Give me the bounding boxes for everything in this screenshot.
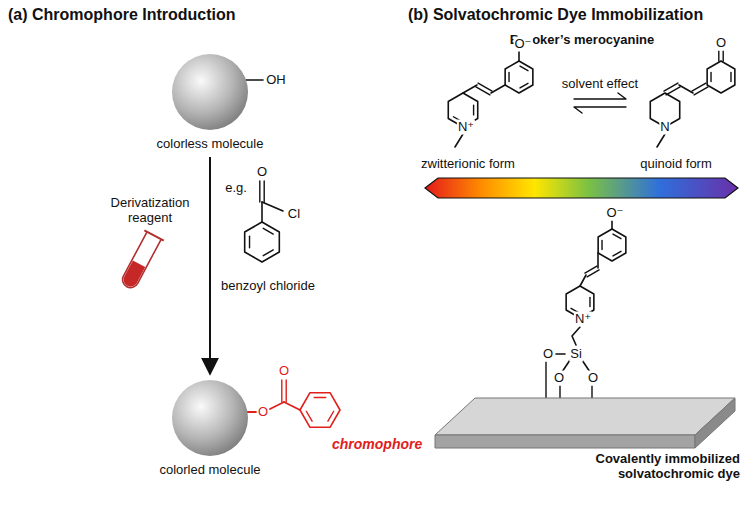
- benzene-ring: [300, 393, 340, 428]
- equilibrium-arrow: [574, 93, 626, 99]
- hydroxyl-bond: [246, 79, 263, 81]
- atom-label: Cl: [287, 207, 301, 222]
- atom-label: O: [542, 347, 554, 362]
- double-bond: [723, 51, 724, 61]
- reaction-arrow: [209, 157, 211, 374]
- double-bond: [587, 270, 599, 277]
- equilibrium-arrow: [574, 107, 626, 113]
- oxide-bond: [518, 51, 520, 61]
- ring-double-bond: [601, 240, 602, 249]
- ester-bond: [247, 411, 256, 413]
- methyl-bond: [657, 134, 665, 147]
- atom-label: O: [256, 165, 268, 180]
- benzene-ring: [707, 61, 735, 93]
- double-bond: [478, 83, 492, 91]
- reagent-name: benzoyl chloride: [221, 279, 315, 294]
- atom-label: O⁻: [514, 37, 533, 52]
- molecule-node: colorless molecule: [141, 52, 279, 151]
- vinyl-bond: [580, 275, 586, 286]
- atom-label: O: [553, 371, 565, 386]
- double-bond: [692, 83, 706, 91]
- ring-double-bond: [249, 236, 250, 248]
- atom-label: Si: [569, 347, 583, 362]
- ring-double-bond: [314, 397, 326, 398]
- atom-label: O: [587, 371, 599, 386]
- chloride-bond: [262, 202, 283, 211]
- double-bond: [259, 181, 260, 202]
- ring-double-bond: [613, 251, 621, 256]
- surface-caption: Covalently immobilized solvatochromic dy…: [570, 452, 740, 482]
- double-bond: [718, 51, 719, 61]
- linker-bond: [572, 327, 580, 345]
- form-label: quinoid form: [640, 157, 712, 172]
- double-bond: [286, 380, 287, 402]
- color-scale-bar: [425, 178, 738, 198]
- benzene-ring: [598, 229, 626, 261]
- ester-bond: [270, 402, 284, 409]
- siloxane-bond: [556, 353, 565, 355]
- oxide-bond: [611, 221, 613, 229]
- molecule-sphere: [170, 52, 250, 132]
- atom-label: O⁻: [606, 206, 625, 221]
- ring-double-bond: [710, 72, 711, 81]
- benzene-ring: [245, 222, 280, 262]
- ring-double-bond: [306, 411, 312, 421]
- tube-rim: [144, 230, 163, 240]
- ring-double-bond: [263, 228, 273, 234]
- vinyl-bond: [679, 85, 693, 93]
- vinyl-bond: [491, 85, 505, 93]
- chromophore-label: chromophore: [332, 436, 422, 452]
- benzene-ring: [505, 61, 533, 93]
- atom-label: N⁺: [457, 120, 475, 135]
- substrate-front: [435, 435, 695, 448]
- ring-double-bond: [520, 66, 528, 71]
- ring-double-bond: [589, 297, 590, 306]
- double-bond: [664, 83, 678, 91]
- atom-label: O: [715, 36, 727, 51]
- atom-label: N: [659, 120, 670, 135]
- substrate-top: [435, 398, 735, 435]
- test-tube: [117, 230, 164, 292]
- ring-double-bond: [473, 105, 474, 115]
- molecule-node: colorled molecule: [141, 378, 279, 477]
- molecule-label: colorless molecule: [141, 136, 279, 151]
- atom-label: OH: [265, 73, 287, 88]
- atom-label: O: [257, 405, 269, 420]
- atom-label: N⁺: [574, 312, 592, 327]
- sphere-shape: [172, 54, 248, 130]
- arrow-label: Derivatization reagent: [98, 196, 202, 226]
- molecule-label: colorled molecule: [141, 462, 279, 477]
- panel-heading: (b) Solvatochromic Dye Immobilization: [408, 6, 703, 24]
- ring-double-bond: [520, 83, 528, 88]
- double-bond: [281, 380, 282, 402]
- example-note: e.g.: [225, 181, 247, 196]
- ring-double-bond: [263, 250, 273, 256]
- methyl-bond: [455, 134, 463, 147]
- atom-label: O: [278, 364, 290, 379]
- substrate-side: [695, 398, 735, 448]
- panel-heading: (a) Chromophore Introduction: [8, 6, 236, 24]
- ring-double-bond: [730, 72, 731, 81]
- ring-double-bond: [328, 411, 334, 421]
- aryl-bond: [261, 202, 263, 222]
- form-label: zwitterionic form: [421, 157, 515, 172]
- equilibrium-label: solvent effect: [562, 77, 638, 92]
- ring-double-bond: [508, 72, 509, 81]
- sphere-shape: [172, 380, 248, 456]
- ring-double-bond: [613, 234, 621, 239]
- aryl-bond: [284, 402, 300, 410]
- double-bond: [264, 181, 265, 202]
- tube-glass: [120, 232, 161, 291]
- molecule-sphere: [170, 378, 250, 458]
- vinyl-bond: [463, 85, 477, 93]
